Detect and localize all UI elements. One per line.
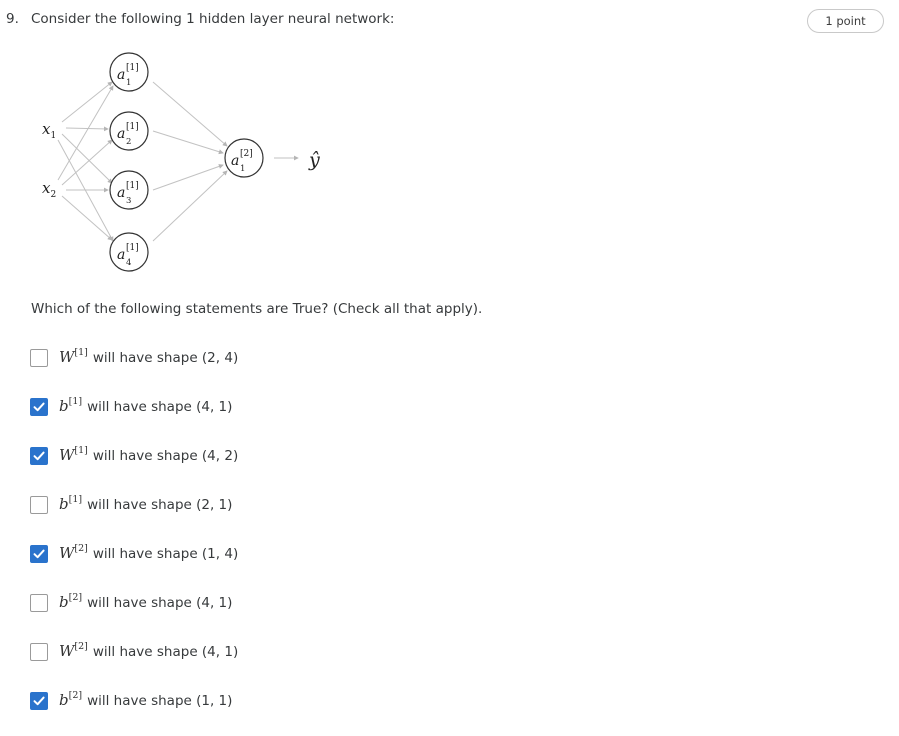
- checkbox[interactable]: [30, 545, 48, 563]
- svg-text:1: 1: [126, 78, 131, 88]
- svg-text:[1]: [1]: [126, 181, 139, 191]
- option-symbol: W: [59, 544, 75, 562]
- option-symbol: W: [59, 348, 75, 366]
- points-badge: 1 point: [807, 9, 884, 33]
- hidden-output-edges: [152, 81, 228, 242]
- option-superscript: [2]: [68, 591, 83, 603]
- option-label: will have shape (2, 1): [87, 497, 233, 513]
- svg-text:[1]: [1]: [126, 243, 139, 253]
- svg-text:[1]: [1]: [126, 63, 139, 73]
- question-number: 9.: [6, 11, 19, 27]
- svg-text:[2]: [2]: [240, 149, 253, 159]
- svg-text:2: 2: [126, 137, 131, 147]
- option-7[interactable]: W [2] will have shape (4, 1): [30, 640, 239, 662]
- input-x1: x1: [42, 120, 56, 141]
- option-symbol: b: [59, 495, 69, 513]
- option-label: will have shape (2, 4): [92, 350, 239, 366]
- input-hidden-edges: [57, 81, 114, 242]
- option-symbol: W: [59, 642, 75, 660]
- hidden-node-3: a [1] 3: [109, 170, 149, 210]
- option-superscript: [1]: [74, 444, 88, 456]
- option-symbol: W: [59, 446, 75, 464]
- option-symbol: b: [59, 691, 69, 709]
- option-label: will have shape (4, 1): [87, 399, 233, 415]
- question-prompt: Which of the following statements are Tr…: [31, 301, 483, 317]
- checkbox[interactable]: [30, 643, 48, 661]
- output-node: a [2] 1: [224, 138, 264, 178]
- svg-text:3: 3: [126, 196, 131, 206]
- checkbox[interactable]: [30, 349, 48, 367]
- option-3[interactable]: W [1] will have shape (4, 2): [30, 444, 239, 466]
- checkmark-icon: [33, 451, 45, 461]
- svg-text:1: 1: [240, 164, 245, 174]
- option-superscript: [2]: [74, 640, 88, 652]
- option-5[interactable]: W [2] will have shape (1, 4): [30, 542, 239, 564]
- option-superscript: [1]: [74, 346, 88, 358]
- option-label: will have shape (4, 1): [92, 644, 239, 660]
- checkbox[interactable]: [30, 447, 48, 465]
- checkbox[interactable]: [30, 398, 48, 416]
- option-superscript: [2]: [68, 689, 83, 701]
- svg-text:[1]: [1]: [126, 122, 139, 132]
- option-symbol: b: [59, 397, 69, 415]
- checkbox[interactable]: [30, 692, 48, 710]
- svg-text:4: 4: [126, 258, 131, 268]
- option-label: will have shape (1, 1): [87, 693, 233, 709]
- option-label: will have shape (4, 1): [87, 595, 233, 611]
- checkbox[interactable]: [30, 496, 48, 514]
- option-2[interactable]: b [1] will have shape (4, 1): [30, 395, 233, 417]
- neural-network-diagram: x1 x2 a [1] 1 a [1] 2 a [1] 3 a [1] 4 a …: [42, 52, 320, 272]
- svg-text:a: a: [117, 247, 125, 263]
- svg-text:a: a: [117, 185, 125, 201]
- question-text: Consider the following 1 hidden layer ne…: [31, 11, 395, 27]
- option-label: will have shape (4, 2): [92, 448, 239, 464]
- input-x2: x2: [42, 179, 56, 200]
- option-label: will have shape (1, 4): [92, 546, 239, 562]
- option-1[interactable]: W [1] will have shape (2, 4): [30, 346, 239, 368]
- checkmark-icon: [33, 696, 45, 706]
- option-superscript: [2]: [74, 542, 88, 554]
- option-6[interactable]: b [2] will have shape (4, 1): [30, 591, 233, 613]
- option-superscript: [1]: [68, 395, 83, 407]
- svg-text:a: a: [117, 67, 125, 83]
- option-symbol: b: [59, 593, 69, 611]
- output-y-hat: ŷ: [308, 149, 320, 171]
- checkbox[interactable]: [30, 594, 48, 612]
- checkmark-icon: [33, 402, 45, 412]
- svg-text:a: a: [117, 126, 125, 142]
- checkmark-icon: [33, 549, 45, 559]
- svg-text:a: a: [231, 153, 239, 169]
- hidden-node-4: a [1] 4: [109, 232, 149, 272]
- option-8[interactable]: b [2] will have shape (1, 1): [30, 689, 233, 711]
- hidden-node-1: a [1] 1: [109, 52, 149, 92]
- option-superscript: [1]: [68, 493, 83, 505]
- hidden-node-2: a [1] 2: [109, 111, 149, 151]
- option-4[interactable]: b [1] will have shape (2, 1): [30, 493, 233, 515]
